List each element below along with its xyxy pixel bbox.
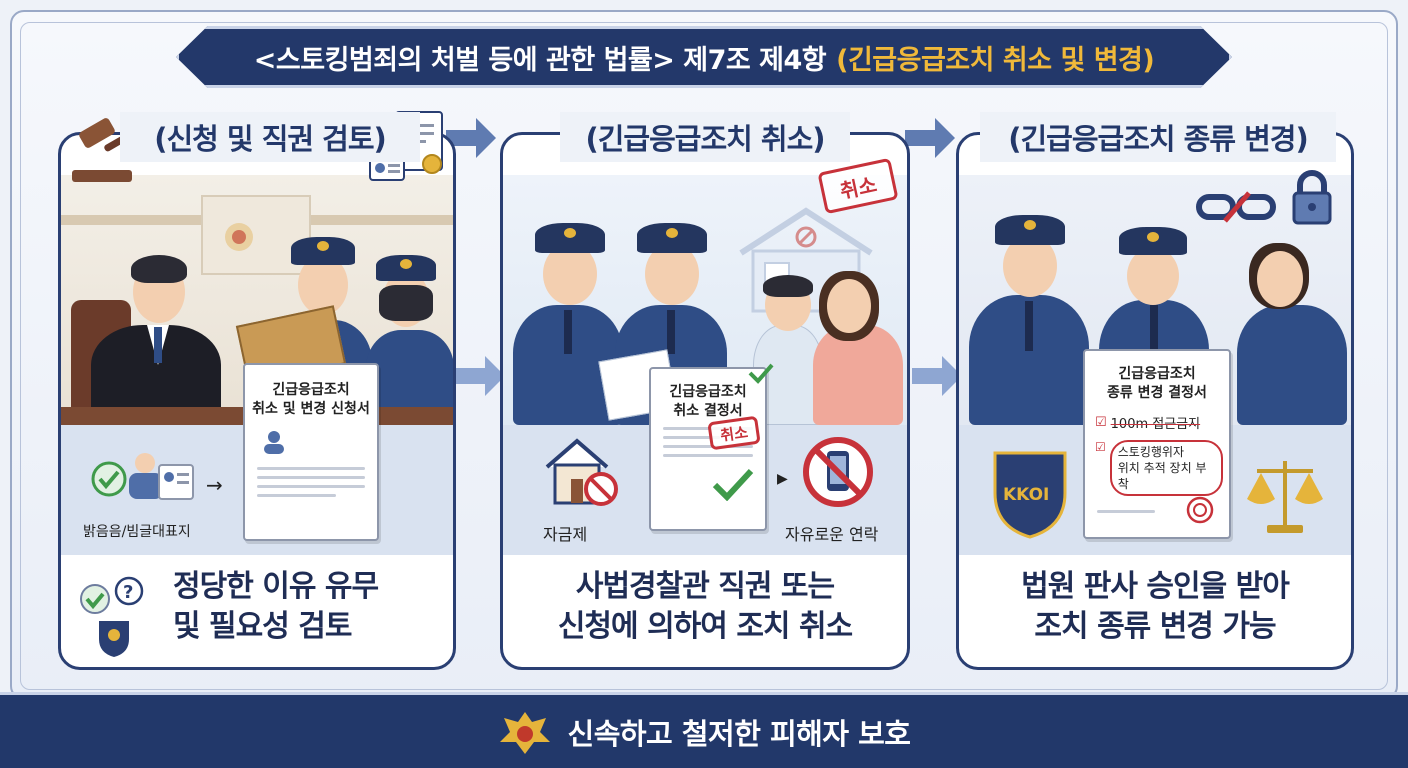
family-scene [503,175,907,425]
title-main: <스토킹범죄의 처벌 등에 관한 법률> 제7조 제4항 [253,44,827,76]
shield-text: KKOI [1003,485,1050,505]
police-shield-icon [993,451,1067,539]
panel2-heading: (긴급응급조치 취소) [560,112,850,162]
footer-banner: 신속하고 철저한 피해자 보호 [0,692,1408,768]
panel1-caption-line2: 및 필요성 검토 [173,609,353,644]
cancel-doc-title-2: 취소 결정서 [673,403,743,419]
title-accent: (긴급응급조치 취소 및 변경) [836,44,1155,76]
svg-text:?: ? [123,582,133,603]
person-icon [264,431,284,454]
panel3-heading: (긴급응급조치 종류 변경) [980,112,1336,162]
officers-scene [959,175,1351,425]
police-emblem-wall-icon [225,223,253,251]
house-no-icon [545,438,618,506]
panel3-caption: 법원 판사 승인을 받아 조치 종류 변경 가능 [959,567,1351,647]
cancel-doc-title-1: 긴급응급조치 [669,384,747,400]
check-item-2-text: 스토킹행위자 위치 추적 장치 부착 [1109,440,1223,496]
panel-emergency-change: 긴급응급조치 종류 변경 결정서 ☑ 100m 접근금지 ☑ 스토킹행위자 위치… [956,132,1354,670]
checkmark-icon [712,468,754,502]
application-doc-title-2: 취소 및 변경 신청서 [252,401,370,417]
official-seal-icon [1186,496,1214,524]
check-item-2-line1: 스토킹행위자 [1117,445,1185,459]
check-item-2-line2: 위치 추적 장치 부착 [1117,461,1207,491]
panel-application-review: 긴급응급조치 취소 및 변경 신청서 → 밝음음/빔글대표지 ? 정당한 이유 … [58,132,456,670]
lock-icon [1292,170,1332,225]
application-doc-title-1: 긴급응급조치 [272,382,350,398]
police-emblem-icon [499,711,550,754]
check-item-2-icon: ☑ [1095,440,1106,454]
change-doc-title-2: 종류 변경 결정서 [1107,385,1207,401]
change-decision-document: 긴급응급조치 종류 변경 결정서 ☑ 100m 접근금지 ☑ 스토킹행위자 위치… [1083,349,1231,539]
change-doc-title-1: 긴급응급조치 [1118,366,1196,382]
application-document: 긴급응급조치 취소 및 변경 신청서 [243,363,379,541]
panel1-caption: 정당한 이유 유무 및 필요성 검토 [93,567,453,647]
panel1-heading: (신청 및 직권 검토) [120,112,420,162]
panel3-caption-line1: 법원 판사 승인을 받아 [1021,569,1290,604]
check-question-emblem-icon: ? [80,576,144,657]
panel2-caption: 사법경찰관 직권 또는 신청에 의하여 조치 취소 [503,567,907,647]
panel1-caption-line1: 정당한 이유 유무 [173,569,379,604]
scales-icon [1247,461,1323,533]
panel3-caption-line2: 조치 종류 변경 가능 [1034,609,1276,644]
panel2-caption-line2: 신청에 의하여 조치 취소 [557,609,853,644]
check-item-1-text: 100m 접근금지 [1110,417,1201,432]
panel2-right-label: 자유로운 연락 [785,525,879,544]
no-phone-icon [803,437,873,507]
courtroom-scene [61,175,453,425]
panel1-side-label: 밝음음/빔글대표지 [83,524,191,540]
title-banner: <스토킹범죄의 처벌 등에 관한 법률> 제7조 제4항 (긴급응급조치 취소 … [176,26,1232,88]
arrow-right-glyph: → [206,473,223,497]
panel-emergency-cancel: 취소 긴급응급조치 취소 결정서 취소 자금제 ▶ 자유로운 연락 사법경찰관 … [500,132,910,670]
cancel-decision-document: 긴급응급조치 취소 결정서 [649,367,767,531]
panel2-caption-line1: 사법경찰관 직권 또는 [575,569,835,604]
check-item-1-icon: ☑ [1095,415,1107,430]
inner-frame [20,22,1388,690]
small-check-icon [748,363,774,384]
panel2-left-label: 자금제 [543,525,588,544]
id-verify-icon [91,453,194,500]
check-item-2: ☑ 스토킹행위자 위치 추적 장치 부착 [1095,440,1223,496]
triangle-glyph: ▶ [777,471,788,487]
chain-broken-icon [1196,191,1276,223]
check-item-1: ☑ 100m 접근금지 [1095,413,1229,432]
footer-text: 신속하고 철저한 피해자 보호 [567,716,911,751]
